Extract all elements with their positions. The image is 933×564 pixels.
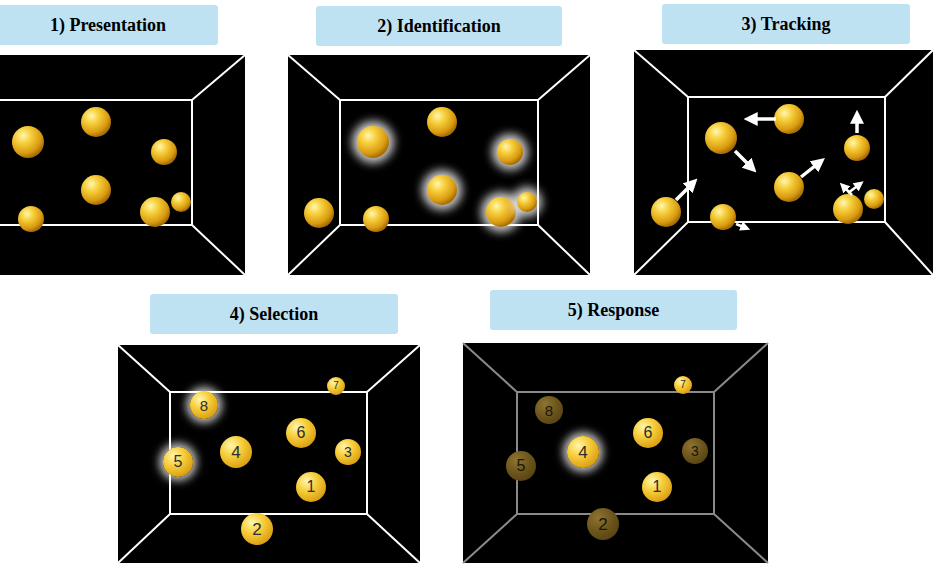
room-box: [463, 343, 768, 563]
numbered-ball: 3: [682, 438, 708, 464]
motion-arrow: [736, 224, 746, 228]
numbered-ball: 2: [241, 513, 273, 545]
ball-number: 7: [333, 381, 339, 391]
ball-number: 6: [297, 425, 306, 441]
ball: [427, 107, 457, 137]
ball: [774, 104, 804, 134]
ball-number: 2: [252, 521, 261, 538]
ball: [844, 135, 870, 161]
ball: [352, 121, 394, 163]
numbered-ball: 7: [674, 376, 692, 394]
ball: [12, 126, 44, 158]
ball: [140, 197, 170, 227]
ball: [774, 172, 804, 202]
ball: [422, 170, 462, 210]
numbered-ball: 7: [327, 377, 345, 395]
ball: [710, 204, 736, 230]
ball: [18, 206, 44, 232]
motion-arrow: [676, 183, 693, 200]
ball: [171, 192, 191, 212]
motion-arrow: [750, 117, 776, 121]
room-box: [118, 345, 420, 563]
numbered-ball: 2: [587, 508, 619, 540]
numbered-ball: 5: [163, 447, 193, 477]
ball: [151, 139, 177, 165]
ball-number: 3: [691, 444, 699, 458]
numbered-ball: 6: [633, 418, 663, 448]
room-box: [0, 55, 245, 275]
step-header: 4) Selection: [150, 294, 398, 334]
ball-number: 4: [578, 444, 587, 461]
ball-number: 3: [344, 445, 352, 459]
ball: [512, 187, 542, 217]
step-header: 1) Presentation: [0, 5, 218, 45]
ball-number: 5: [174, 454, 183, 470]
ball: [81, 107, 111, 137]
ball: [492, 134, 528, 170]
step-title: 2) Identification: [377, 16, 501, 37]
ball-number: 6: [644, 425, 653, 441]
numbered-ball: 3: [335, 439, 361, 465]
numbered-ball: 4: [567, 436, 599, 468]
motion-arrow: [848, 184, 860, 193]
ball: [81, 175, 111, 205]
ball-number: 7: [680, 380, 686, 390]
ball: [833, 194, 863, 224]
ball: [363, 206, 389, 232]
numbered-ball: 6: [286, 418, 316, 448]
motion-arrow: [735, 151, 752, 168]
step-header: 2) Identification: [316, 6, 562, 46]
room-box: [634, 50, 933, 275]
step-title: 5) Response: [568, 300, 660, 321]
step-title: 4) Selection: [230, 304, 318, 325]
ball-number: 1: [653, 479, 662, 495]
motion-arrow: [801, 162, 820, 177]
room-box: [288, 55, 590, 275]
step-title: 1) Presentation: [50, 15, 166, 36]
numbered-ball: 8: [535, 396, 563, 424]
ball-number: 2: [598, 516, 607, 533]
numbered-ball: 1: [296, 472, 326, 502]
motion-arrow: [855, 116, 859, 133]
ball: [705, 122, 737, 154]
numbered-ball: 5: [506, 451, 536, 481]
ball: [651, 197, 681, 227]
step-header: 3) Tracking: [662, 4, 910, 44]
numbered-ball: 1: [642, 472, 672, 502]
step-header: 5) Response: [490, 290, 737, 330]
numbered-ball: 8: [190, 391, 218, 419]
motion-arrows: [676, 116, 860, 228]
ball: [864, 189, 884, 209]
step-title: 3) Tracking: [742, 14, 831, 35]
ball: [304, 198, 334, 228]
ball-number: 8: [545, 403, 553, 418]
ball-number: 1: [307, 479, 316, 495]
ball-number: 4: [231, 444, 240, 461]
numbered-ball: 4: [220, 436, 252, 468]
ball-number: 8: [200, 398, 208, 413]
ball-number: 5: [517, 458, 526, 474]
